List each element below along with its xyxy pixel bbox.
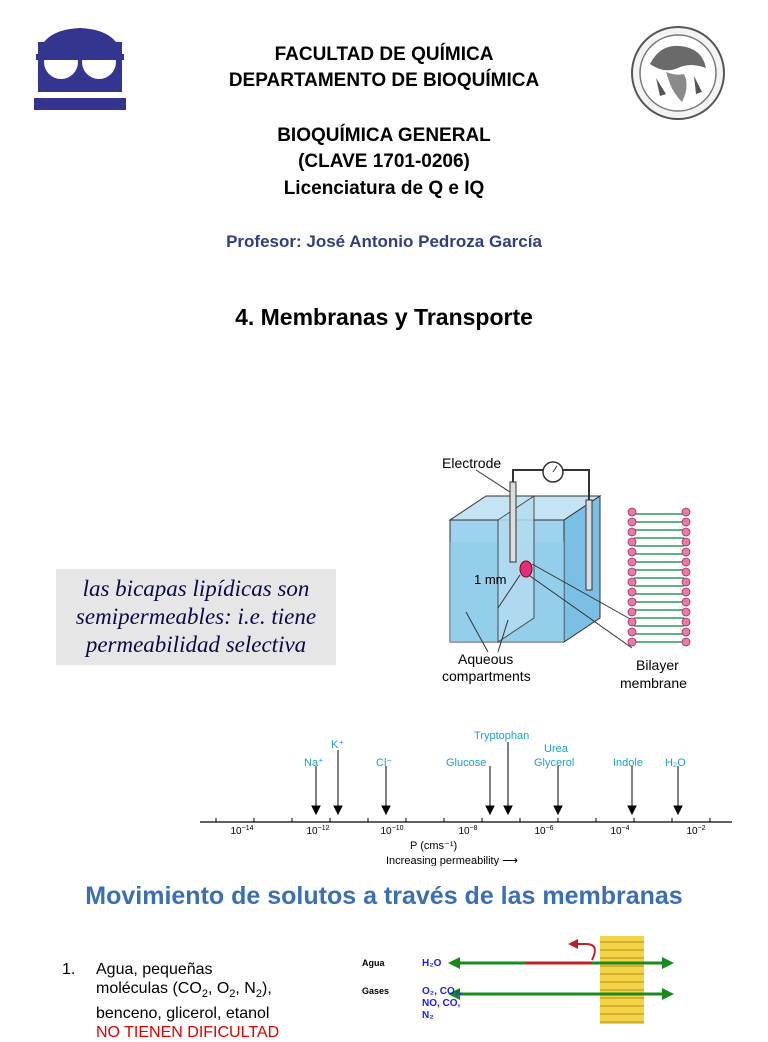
- solute-k: K⁺: [331, 739, 344, 751]
- list-line-4: NO TIENEN DIFICULTAD: [96, 1024, 280, 1042]
- electrode-label: Electrode: [442, 455, 501, 471]
- solute-tryptophan: Tryptophan: [474, 730, 529, 742]
- callout-line-1: las bicapas lipídicas son: [82, 576, 310, 601]
- solute-list: 1. Agua, pequeñas moléculas (CO2, O2, N2…: [62, 960, 332, 1042]
- tick-label-1: 10−14: [231, 825, 254, 837]
- faculty-title: FACULTAD DE QUÍMICA: [274, 44, 494, 65]
- solute-h2o: H₂O: [665, 757, 686, 769]
- list-line-1: Agua, pequeñas: [96, 961, 213, 978]
- list-item: 1. Agua, pequeñas moléculas (CO2, O2, N2…: [62, 960, 332, 1042]
- tick-label-3: 10−10: [381, 825, 404, 837]
- tick-label-6: 10−4: [610, 825, 629, 837]
- section-title: Movimiento de solutos a través de las me…: [85, 882, 683, 910]
- solute-urea: Urea: [544, 743, 569, 755]
- solute-na: Na⁺: [304, 757, 324, 769]
- department-title: DEPARTAMENTO DE BIOQUÍMICA: [228, 70, 540, 91]
- list-number: 1.: [62, 961, 76, 978]
- facultad-logo: [30, 22, 130, 114]
- course-code: (CLAVE 1701-0206): [298, 151, 470, 172]
- callout-line-2: semipermeables: i.e. tiene: [75, 604, 317, 629]
- axis-label: P (cms⁻¹): [410, 840, 457, 852]
- solute-glucose: Glucose: [446, 757, 486, 769]
- tick-label-7: 10−2: [686, 825, 705, 837]
- list-line-3: benceno, glicerol, etanol: [96, 1005, 270, 1023]
- permeability-scale: 10−14 10−12 10−10 10−8 10−6 10−4 10−2 Na…: [192, 722, 740, 866]
- tick-label-2: 10−12: [307, 825, 330, 837]
- bilayer-label-2: membrane: [620, 675, 687, 691]
- callout-line-3: permeabilidad selectiva: [85, 632, 307, 657]
- gas-label-3: N₂: [422, 1010, 434, 1021]
- list-line-2: moléculas (CO2, O2, N2),: [96, 980, 272, 1001]
- distance-label: 1 mm: [474, 572, 507, 587]
- solute-indole: Indole: [613, 757, 643, 769]
- tick-label-5: 10−6: [534, 825, 553, 837]
- bilayer-label-1: Bilayer: [636, 657, 679, 673]
- increasing-permeability-label: Increasing permeability ⟶: [386, 855, 518, 866]
- course-title: BIOQUÍMICA GENERAL: [277, 125, 491, 146]
- topic-title: 4. Membranas y Transporte: [235, 304, 533, 330]
- semipermeable-callout: las bicapas lipídicas son semipermeables…: [56, 569, 336, 665]
- diffusion-diagram: Agua Gases H₂O O₂, CO₂, NO, CO, N₂: [356, 934, 686, 1024]
- gas-label-2: NO, CO,: [422, 998, 461, 1009]
- agua-label: Agua: [362, 958, 385, 968]
- tick-label-4: 10−8: [458, 825, 477, 837]
- professor-name: Profesor: José Antonio Pedroza García: [226, 232, 542, 251]
- aqueous-label-2: compartments: [442, 668, 531, 684]
- h2o-label: H₂O: [422, 958, 442, 969]
- unam-seal-graphic: [631, 26, 725, 120]
- gas-label-1: O₂, CO₂,: [422, 986, 462, 997]
- bilayer-apparatus-diagram: Electrode 1 mm Aqueous compartments Bila…: [436, 452, 706, 698]
- gases-label: Gases: [362, 986, 389, 996]
- unam-seal: [630, 24, 726, 122]
- solute-cl: Cl⁻: [376, 757, 392, 769]
- facultad-logo-graphic: [34, 28, 126, 110]
- program-name: Licenciatura de Q e IQ: [283, 178, 485, 199]
- aqueous-label-1: Aqueous: [458, 651, 513, 667]
- solute-glycerol: Glycerol: [534, 757, 574, 769]
